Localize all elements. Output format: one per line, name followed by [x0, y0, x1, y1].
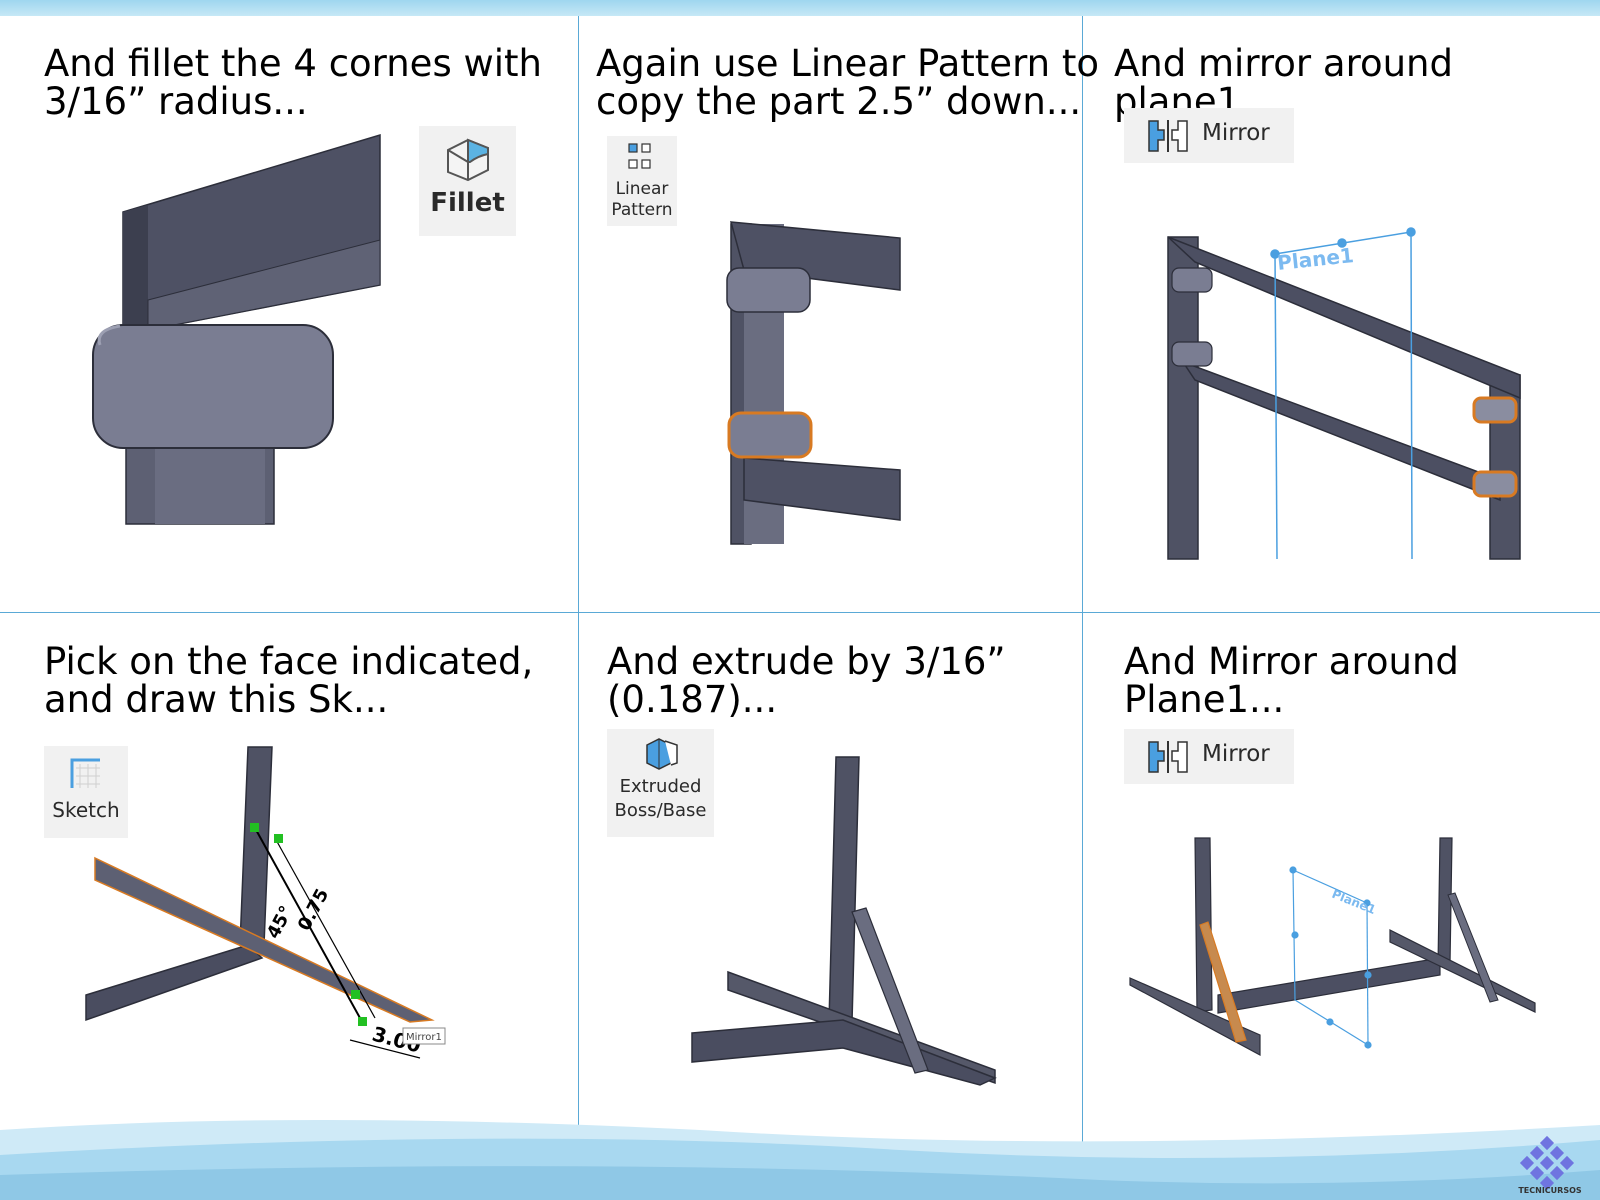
mirror-icon: [1148, 741, 1188, 773]
sketch-label: Sketch: [52, 798, 120, 822]
mirror1-tag: Mirror1: [406, 1032, 442, 1043]
footer-wave: [0, 1120, 1600, 1200]
mirror1-tag-box: [402, 1027, 446, 1045]
linear-pattern-model-illustration: [726, 221, 901, 545]
fillet-tool-button[interactable]: Fillet: [419, 126, 516, 236]
mirror-label-top: Mirror: [1202, 120, 1270, 146]
mirror-tool-button-top[interactable]: Mirror: [1124, 108, 1294, 163]
panel-5-caption: And extrude by 3/16” (0.187)...: [607, 640, 1006, 721]
plane1-label-top: Plane1: [1276, 243, 1355, 275]
plane1-outline-bottom: [1289, 866, 1372, 1049]
panel-6-caption: And Mirror around Plane1...: [1124, 640, 1459, 721]
mirror-frame-illustration: [1167, 227, 1521, 560]
angle-dimension: 45°: [263, 902, 298, 942]
brand-logo: [1519, 1135, 1575, 1191]
plane1-label-bottom: Plane1: [1330, 887, 1378, 917]
top-accent-bar: [0, 0, 1600, 16]
sketch-icon: [70, 758, 100, 788]
panel-4-caption: Pick on the face indicated, and draw thi…: [44, 640, 534, 721]
panel-divider-2: [1082, 16, 1083, 1150]
panel-divider-1: [578, 16, 579, 1150]
extruded-boss-icon: [645, 738, 678, 770]
fillet-icon: [446, 138, 489, 182]
linear-pattern-tool-button[interactable]: Linear Pattern: [607, 136, 677, 226]
mirror-tool-button-bottom[interactable]: Mirror: [1124, 729, 1294, 784]
fillet-label: Fillet: [430, 188, 505, 218]
fillet-model-illustration: [92, 133, 381, 525]
extruded-gusset-illustration: [691, 756, 997, 1086]
panel-3-caption: And mirror around plane1...: [1114, 42, 1453, 123]
brand-name: TECNICURSOS: [1518, 1186, 1582, 1195]
panel-2-caption: Again use Linear Pattern to copy the par…: [596, 42, 1099, 123]
sketch-gusset-illustration: [85, 746, 435, 1059]
mirror-icon: [1148, 120, 1188, 152]
extruded-boss-label: Extruded Boss/Base: [614, 776, 707, 821]
mirrored-base-illustration: [1129, 837, 1536, 1057]
linear-pattern-label: Linear Pattern: [611, 179, 673, 220]
row-divider: [0, 612, 1600, 613]
panel-1-caption: And fillet the 4 cornes with 3/16” radiu…: [44, 42, 542, 123]
plane1-outline: [1270, 227, 1416, 560]
extruded-boss-tool-button[interactable]: Extruded Boss/Base: [607, 729, 714, 837]
linear-pattern-icon: [628, 143, 651, 169]
sketch-tool-button[interactable]: Sketch: [44, 746, 128, 838]
mirror-label-bottom: Mirror: [1202, 741, 1270, 767]
